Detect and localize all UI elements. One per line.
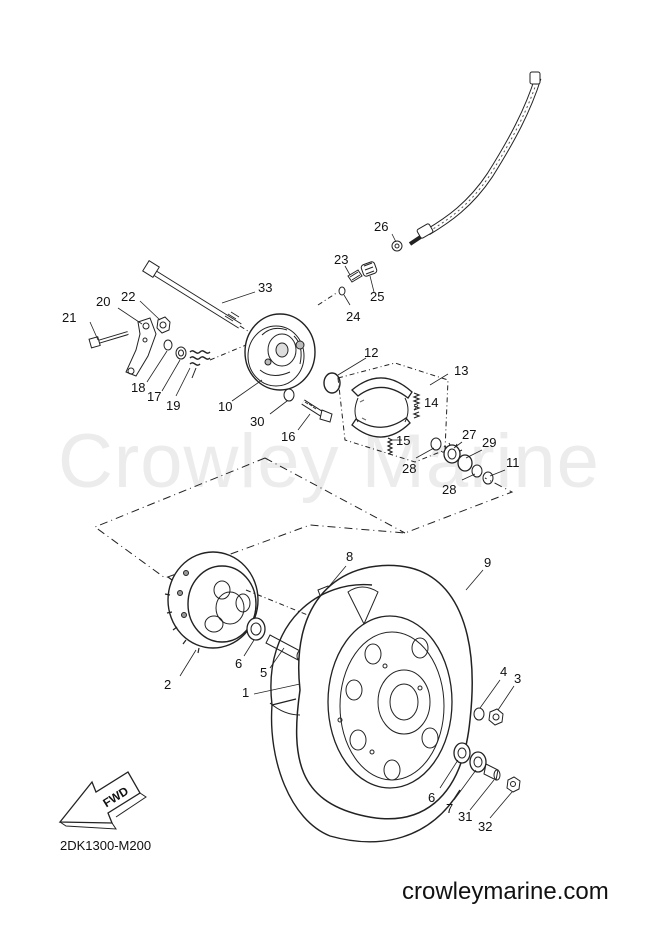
part-28-washer-b xyxy=(472,465,482,477)
part-22-nut xyxy=(157,317,170,333)
callout-3: 3 xyxy=(514,671,522,686)
callout-18: 18 xyxy=(131,380,146,395)
callout-26: 26 xyxy=(374,219,389,234)
part-17-washer xyxy=(176,347,186,359)
callout-17: 17 xyxy=(147,389,162,404)
part-29-washer xyxy=(458,455,472,471)
callout-25: 25 xyxy=(370,289,385,304)
part-28-washer-a xyxy=(431,438,441,450)
callout-22: 22 xyxy=(121,289,136,304)
callout-8: 8 xyxy=(346,549,354,564)
callout-14: 14 xyxy=(424,395,439,410)
part-23-pin xyxy=(348,270,362,282)
part-26-nut xyxy=(392,241,402,251)
leader-lines xyxy=(90,234,514,818)
part-32-nut xyxy=(507,777,520,792)
callout-2: 2 xyxy=(164,677,172,692)
callout-16: 16 xyxy=(281,429,296,444)
part-25-gear xyxy=(360,261,377,277)
part-18-washer xyxy=(164,340,172,350)
part-1-wheel xyxy=(328,616,452,788)
part-7-oil-seal xyxy=(470,752,486,772)
fwd-arrow-icon xyxy=(60,772,146,829)
callout-12: 12 xyxy=(364,345,379,360)
part-3-nut xyxy=(489,709,503,725)
part-11-circlip xyxy=(483,472,493,484)
callout-10: 10 xyxy=(218,399,233,414)
callout-1: 1 xyxy=(242,685,250,700)
diagram-code: 2DK1300-M200 xyxy=(60,838,152,853)
part-19-spring xyxy=(190,351,210,378)
callout-11: 11 xyxy=(506,455,520,470)
part-2-hub xyxy=(165,552,258,653)
callout-20: 20 xyxy=(96,294,111,309)
callout-31: 31 xyxy=(458,809,473,824)
part-10-brake-plate xyxy=(245,314,315,390)
callout-9: 9 xyxy=(484,555,492,570)
part-14-spring xyxy=(414,393,419,418)
part-27-gear xyxy=(442,443,462,463)
callout-13: 13 xyxy=(454,363,469,378)
callout-29: 29 xyxy=(482,435,497,450)
callout-33: 33 xyxy=(258,280,273,295)
callout-7: 7 xyxy=(446,801,454,816)
speedometer-cable xyxy=(410,72,540,244)
callout-32: 32 xyxy=(478,819,493,834)
part-13-brake-shoes xyxy=(352,378,412,437)
callout-4: 4 xyxy=(500,664,508,679)
part-6-bearing-left xyxy=(247,618,265,640)
part-33-axle xyxy=(143,261,240,326)
callout-5: 5 xyxy=(260,665,268,680)
part-24-washer xyxy=(339,287,345,295)
part-30-o-ring xyxy=(284,389,294,401)
part-21-bolt xyxy=(89,333,128,348)
callout-23: 23 xyxy=(334,252,349,267)
callout-28-b: 28 xyxy=(442,482,457,497)
callout-19: 19 xyxy=(166,398,181,413)
website-link[interactable]: crowleymarine.com xyxy=(402,878,609,905)
callout-21: 21 xyxy=(62,310,77,325)
part-31-collar xyxy=(484,764,500,780)
callout-27: 27 xyxy=(462,427,477,442)
part-15-spring xyxy=(388,438,392,454)
callout-28-a: 28 xyxy=(402,461,417,476)
part-16-camshaft xyxy=(303,402,332,422)
part-20-brake-lever xyxy=(126,318,156,376)
watermark: Crowley Marine xyxy=(58,419,600,504)
callout-24: 24 xyxy=(346,309,361,324)
part-12-washer xyxy=(324,373,340,393)
part-6-bearing-right xyxy=(454,743,470,763)
callout-15: 15 xyxy=(396,433,411,448)
callout-6-left: 6 xyxy=(235,656,243,671)
part-5-spacer xyxy=(266,635,303,661)
part-4-washer xyxy=(474,708,484,720)
callout-30: 30 xyxy=(250,414,265,429)
callout-6-right: 6 xyxy=(428,790,436,805)
